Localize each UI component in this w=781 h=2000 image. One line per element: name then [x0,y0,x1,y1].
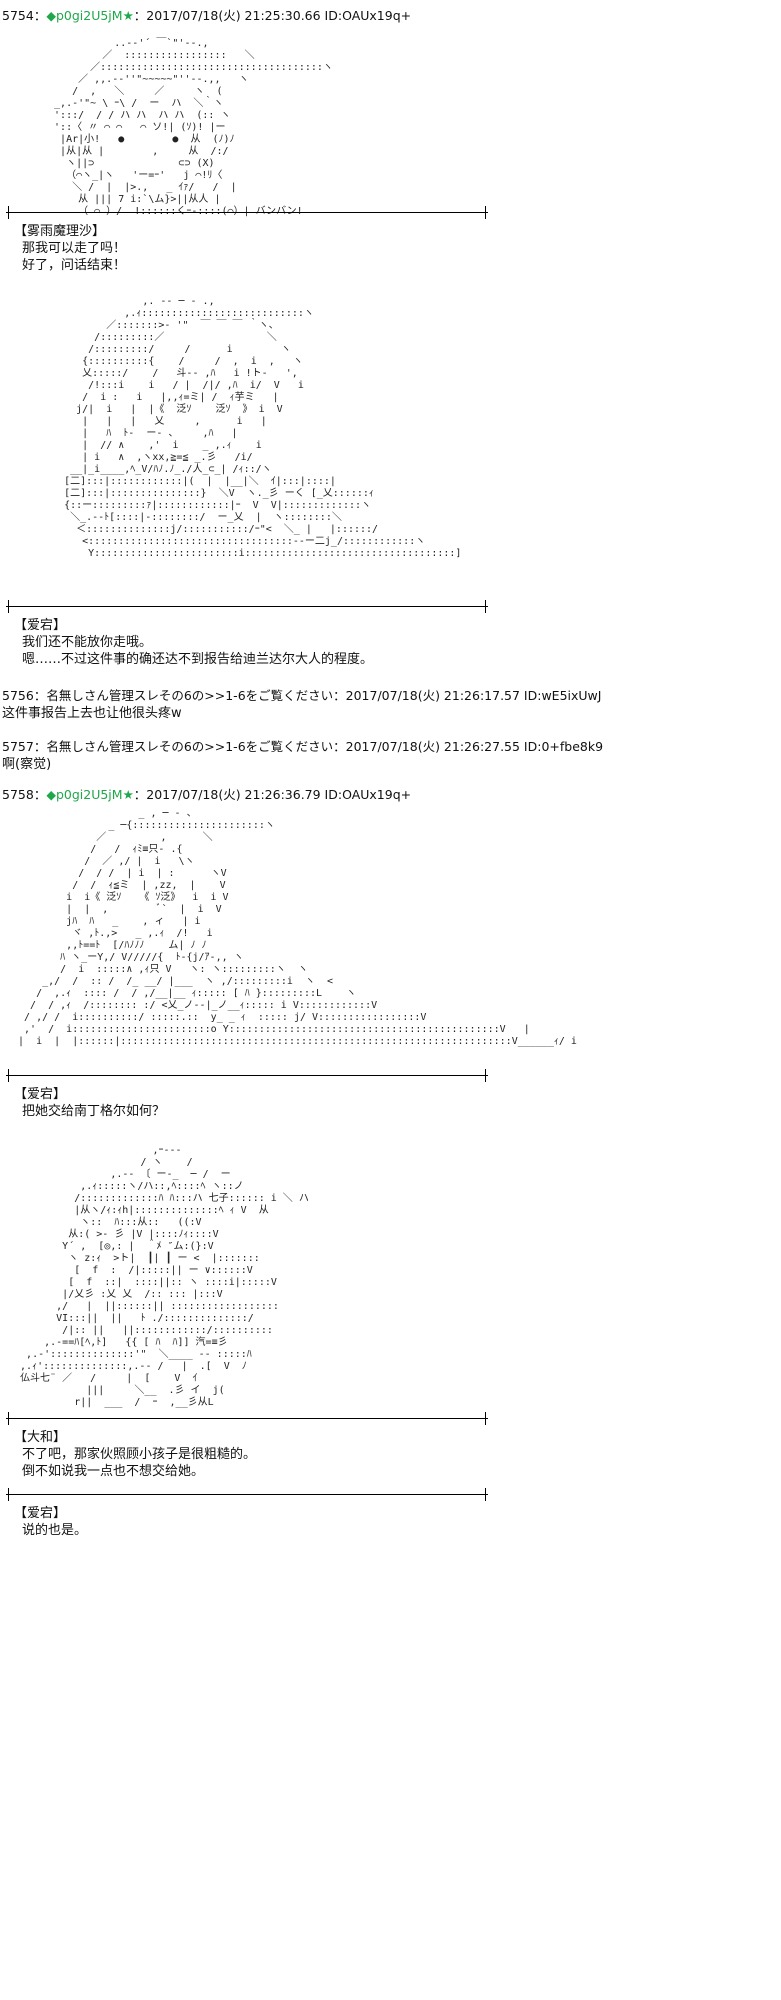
dialog-line: 说的也是。 [22,1523,88,1538]
post-number: 5758 [2,787,34,802]
post-header-5754: 5754：◆p0gi2U5jM★：2017/07/18(火) 21:25:30.… [2,8,411,24]
post-body: 啊(察觉) [2,757,52,772]
speaker-label: 【爱宕】 [14,1506,67,1521]
ascii-art-atago-2: _ , ─ - 、 _ ─{::::::::::::::::::::::ヽ ／ … [18,808,577,1047]
tripcode-link[interactable]: ◆p0gi2U5jM [46,787,123,802]
post-header-5758: 5758：◆p0gi2U5jM★：2017/07/18(火) 21:26:36.… [2,787,411,803]
post-datetime-id: ：2017/07/18(火) 21:26:27.55 ID:0+fbe8k9 [333,739,604,754]
post-datetime-id: ：2017/07/18(火) 21:26:36.79 ID:OAUx19q+ [133,787,412,802]
post-datetime-id: ：2017/07/18(火) 21:25:30.66 ID:OAUx19q+ [133,8,412,23]
post-separator: ： [33,688,47,703]
ascii-art-marisa: ..-‐'´ ￣`"'‐-., ／ ::::::::::::::::: ＼ ／:… [54,38,333,217]
speaker-label: 【爱宕】 [14,618,67,633]
post-separator: ： [33,787,47,802]
speaker-label: 【雾雨魔理沙】 [14,224,106,239]
speaker-label: 【大和】 [14,1430,67,1445]
poster-name: 名無しさん管理スレその6の>>1-6をご覧ください [46,688,334,703]
divider [6,600,488,614]
poster-name: 名無しさん管理スレその6の>>1-6をご覧ください [46,739,334,754]
dialog-line: 不了吧，那家伙照顾小孩子是很粗糙的。 [22,1447,257,1462]
ascii-art-atago-1: ,. -‐ ─ - ., ,.ｨ::::::::::::::::::::::::… [64,296,462,559]
ascii-art-yamato: ,ｰ‐‐- / ヽ / ,.-‐ 〔 ー-_ ─ / ー ,.ｨ:::::ヽ/ハ… [20,1145,309,1408]
post-body: 这件事报告上去也让他很头疼w [2,706,182,721]
dialog-line: 我们还不能放你走哦。 [22,635,153,650]
post-number: 5757 [2,739,34,754]
post-separator: ： [33,8,47,23]
dialog-line: 嗯……不过这件事的确还达不到报告给迪兰达尔大人的程度。 [22,652,374,667]
post-header-5757: 5757：名無しさん管理スレその6の>>1-6をご覧ください：2017/07/1… [2,739,603,755]
post-number: 5756 [2,688,34,703]
dialog-line: 那我可以走了吗！ [22,241,127,256]
post-separator: ： [33,739,47,754]
speaker-label: 【爱宕】 [14,1087,67,1102]
star-icon: ★ [122,8,134,23]
divider [6,1412,488,1426]
star-icon: ★ [122,787,134,802]
divider [6,206,488,220]
divider [6,1069,488,1083]
post-number: 5754 [2,8,34,23]
dialog-line: 好了，问话结束！ [22,258,127,273]
post-datetime-id: ：2017/07/18(火) 21:26:17.57 ID:wE5ixUwJ [333,688,602,703]
tripcode-link[interactable]: ◆p0gi2U5jM [46,8,123,23]
post-header-5756: 5756：名無しさん管理スレその6の>>1-6をご覧ください：2017/07/1… [2,688,601,704]
dialog-line: 倒不如说我一点也不想交给她。 [22,1464,205,1479]
divider [6,1488,488,1502]
dialog-line: 把她交给南丁格尔如何？ [22,1104,166,1119]
